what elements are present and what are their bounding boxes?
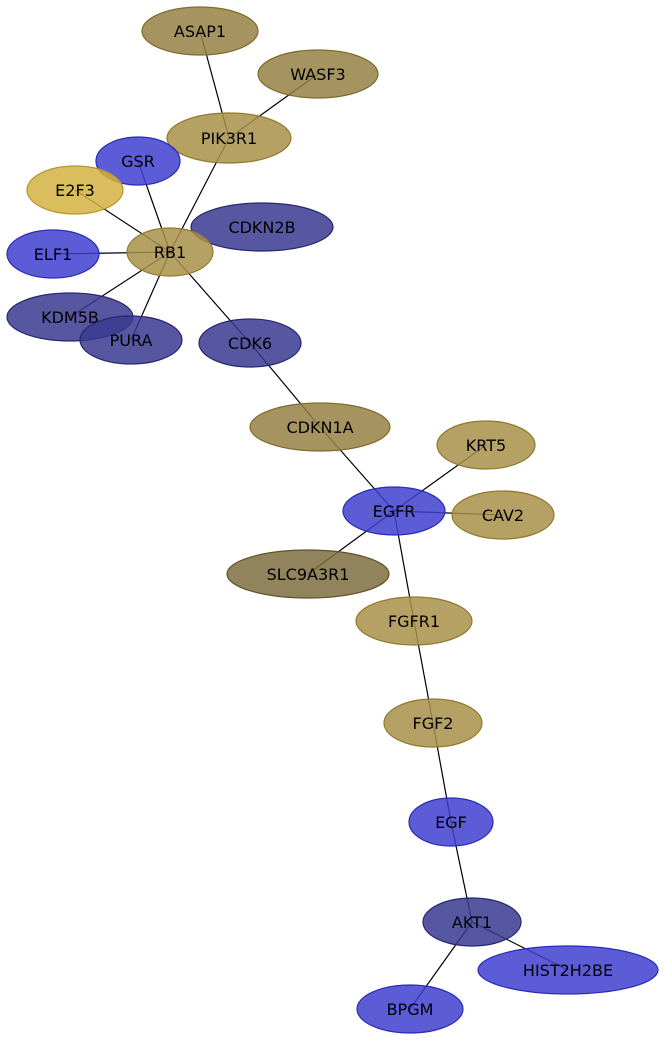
node-ellipse	[26, 165, 124, 215]
node-ellipse	[257, 49, 379, 99]
node-slc9a3r1[interactable]: SLC9A3R1	[226, 549, 390, 599]
node-ellipse	[166, 112, 292, 164]
node-label: BPGM	[387, 1000, 434, 1019]
node-label: WASF3	[290, 65, 345, 84]
node-fgf2[interactable]: FGF2	[383, 698, 483, 748]
node-hist2h2be[interactable]: HIST2H2BE	[477, 945, 659, 995]
node-label: FGFR1	[388, 612, 440, 631]
node-label: EGFR	[373, 502, 416, 521]
node-label: CDK6	[228, 334, 272, 353]
node-cdkn2b[interactable]: CDKN2B	[190, 202, 334, 252]
node-wasf3[interactable]: WASF3	[257, 49, 379, 99]
node-pura[interactable]: PURA	[79, 315, 183, 365]
node-ellipse	[190, 202, 334, 252]
node-label: E2F3	[55, 181, 95, 200]
node-ellipse	[355, 596, 473, 646]
node-label: CDKN1A	[286, 418, 353, 437]
node-ellipse	[342, 486, 446, 536]
node-label: KDM5B	[41, 308, 99, 327]
node-ellipse	[126, 227, 214, 277]
node-asap1[interactable]: ASAP1	[141, 6, 259, 56]
node-ellipse	[356, 984, 464, 1034]
node-label: KRT5	[466, 436, 506, 455]
node-ellipse	[477, 945, 659, 995]
node-cdk6[interactable]: CDK6	[198, 318, 302, 368]
node-label: CAV2	[482, 506, 524, 525]
node-cdkn1a[interactable]: CDKN1A	[249, 402, 391, 452]
node-akt1[interactable]: AKT1	[422, 897, 522, 947]
node-ellipse	[422, 897, 522, 947]
node-label: GSR	[121, 152, 155, 171]
node-ellipse	[408, 797, 494, 847]
node-gsr[interactable]: GSR	[95, 136, 181, 186]
node-e2f3[interactable]: E2F3	[26, 165, 124, 215]
node-label: HIST2H2BE	[523, 961, 613, 980]
node-egfr[interactable]: EGFR	[342, 486, 446, 536]
node-rb1[interactable]: RB1	[126, 227, 214, 277]
node-krt5[interactable]: KRT5	[436, 420, 536, 470]
node-label: SLC9A3R1	[267, 565, 350, 584]
node-bpgm[interactable]: BPGM	[356, 984, 464, 1034]
node-ellipse	[6, 229, 100, 279]
node-egf[interactable]: EGF	[408, 797, 494, 847]
node-ellipse	[451, 490, 555, 540]
node-label: EGF	[435, 813, 467, 832]
node-ellipse	[141, 6, 259, 56]
node-ellipse	[383, 698, 483, 748]
node-ellipse	[436, 420, 536, 470]
node-cav2[interactable]: CAV2	[451, 490, 555, 540]
node-elf1[interactable]: ELF1	[6, 229, 100, 279]
node-pik3r1[interactable]: PIK3R1	[166, 112, 292, 164]
node-ellipse	[95, 136, 181, 186]
node-label: CDKN2B	[228, 218, 295, 237]
node-ellipse	[79, 315, 183, 365]
node-label: FGF2	[413, 714, 454, 733]
node-label: RB1	[154, 243, 186, 262]
node-label: ELF1	[34, 245, 72, 264]
node-label: AKT1	[452, 913, 492, 932]
node-ellipse	[198, 318, 302, 368]
node-ellipse	[226, 549, 390, 599]
node-label: PIK3R1	[201, 129, 257, 148]
node-label: PURA	[110, 331, 153, 350]
node-ellipse	[249, 402, 391, 452]
node-fgfr1[interactable]: FGFR1	[355, 596, 473, 646]
node-label: ASAP1	[174, 22, 226, 41]
